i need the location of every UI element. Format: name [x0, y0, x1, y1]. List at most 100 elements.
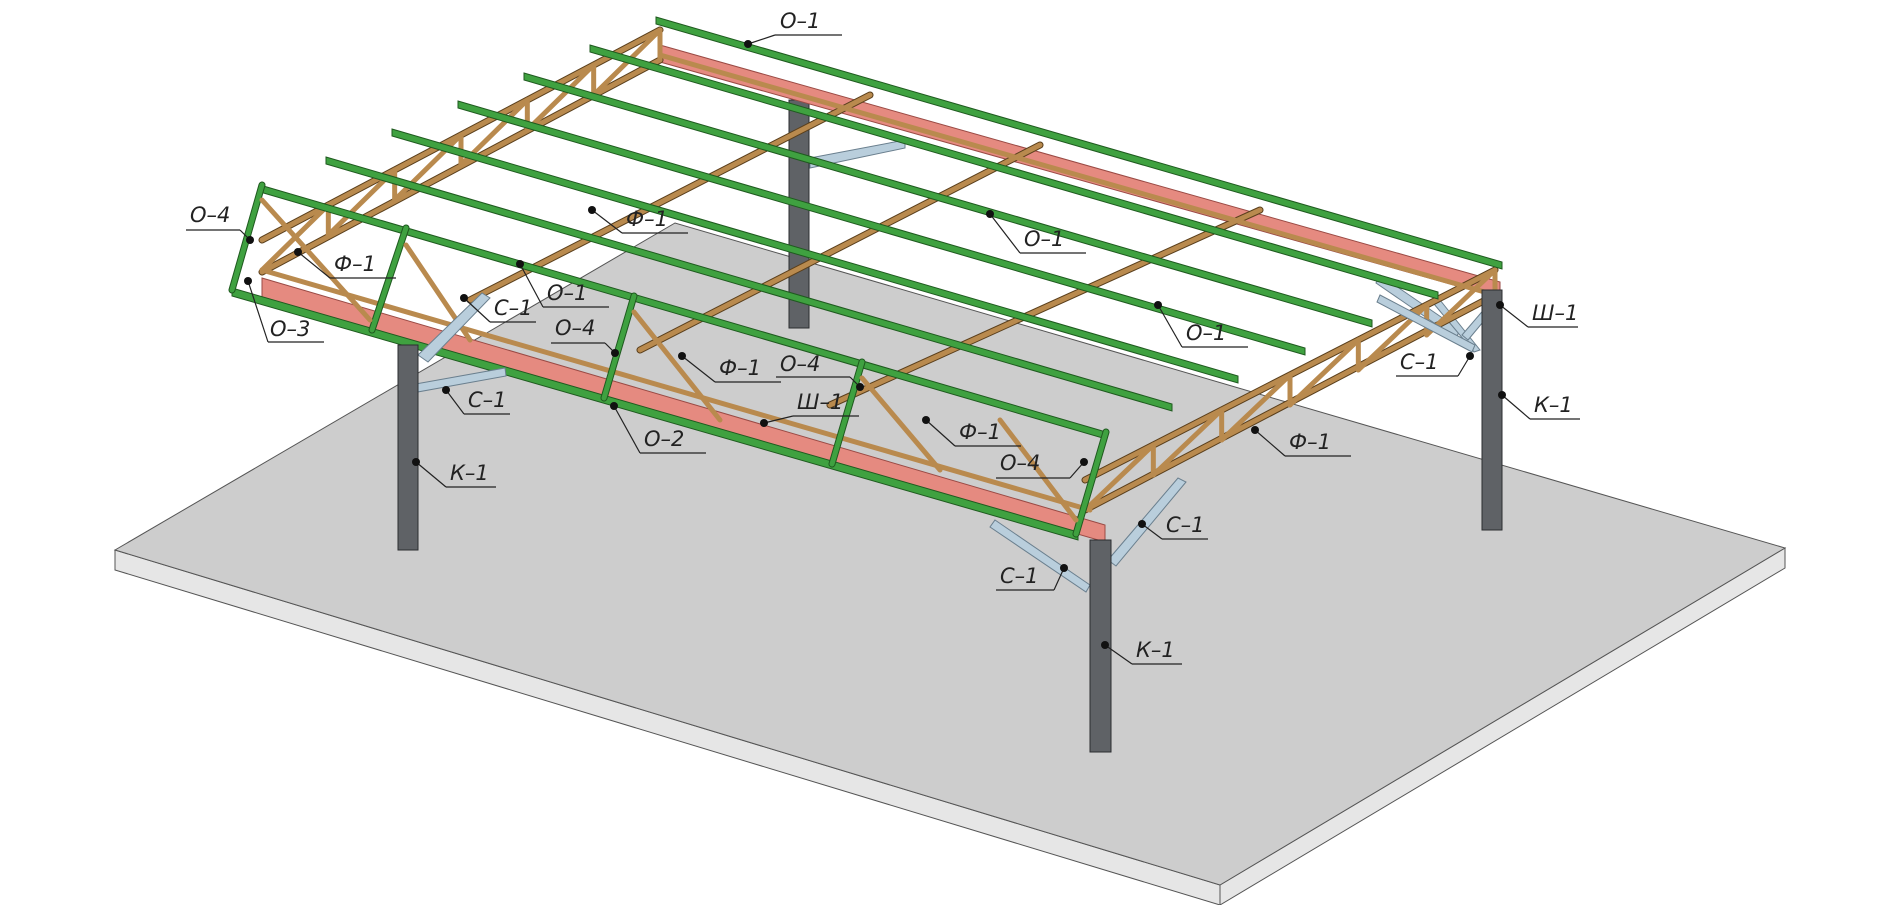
brace-right-1 [1376, 294, 1476, 353]
callout-label: К–1 [1534, 393, 1573, 417]
callout-dot [744, 40, 752, 48]
callout-c1-right: С–1 [1396, 350, 1474, 377]
callout-dot [986, 210, 994, 218]
purlin-3 [523, 72, 1373, 328]
callout-dot [611, 349, 619, 357]
callout-leader [925, 419, 956, 447]
callout-dot [1060, 564, 1068, 572]
truss-web-b-0 [1082, 442, 1156, 513]
callout-k1-front: К–1 [1101, 638, 1182, 665]
callout-label: О–1 [780, 9, 820, 33]
callout-leader [591, 209, 623, 234]
callout-o1-left: О–1 [516, 260, 609, 308]
callout-o1-top: О–1 [744, 9, 842, 48]
front-diagonal-3 [859, 375, 943, 473]
callout-label: К–1 [450, 461, 489, 485]
column-front [1089, 539, 1112, 753]
purlin-4 [457, 100, 1306, 356]
callout-leader [1141, 523, 1163, 540]
purlin-1 [655, 16, 1503, 270]
front-post-4 [1073, 429, 1109, 537]
callout-o2: О–2 [610, 402, 706, 454]
callout-leader [681, 355, 716, 383]
callout-sh1-right: Ш–1 [1496, 301, 1578, 328]
callout-dot [294, 248, 302, 256]
column-right [1481, 289, 1503, 531]
front-diagonal-0 [259, 197, 373, 323]
callout-f1-front: Ф–1 [922, 416, 1021, 447]
callout-label: О–1 [1186, 321, 1226, 345]
truss-web-b-3 [1287, 337, 1361, 408]
callout-dot [246, 236, 254, 244]
callout-dot [588, 206, 596, 214]
callout-label: Ш–1 [1532, 301, 1578, 325]
callout-dot [760, 419, 768, 427]
callout-leader [763, 415, 794, 424]
callout-leader [613, 405, 641, 454]
front-diagonal-4 [997, 417, 1079, 523]
callout-dot [1496, 301, 1504, 309]
purlin-6 [325, 156, 1173, 412]
brace-front-right [1107, 477, 1187, 567]
callout-c1-frontlow: С–1 [996, 564, 1068, 591]
callout-leader [1157, 304, 1183, 348]
callout-label: С–1 [1400, 350, 1439, 374]
callout-leader [415, 461, 447, 488]
callout-c1-leftlow: С–1 [442, 386, 510, 415]
columns [397, 289, 1503, 753]
truss-web-b-2 [1219, 372, 1293, 443]
callout-label: О–4 [780, 352, 820, 376]
callout-label: С–1 [1000, 564, 1039, 588]
brace-front-left [989, 519, 1091, 593]
callout-leader [1254, 429, 1286, 457]
callout-sh1-front: Ш–1 [760, 390, 859, 427]
callout-label: Ф–1 [626, 207, 668, 231]
callout-f1-right: Ф–1 [1251, 426, 1351, 457]
callout-dot [1466, 352, 1474, 360]
callout-label: Ф–1 [334, 252, 376, 276]
callout-label: Ф–1 [719, 356, 761, 380]
callout-f1-top: Ф–1 [588, 206, 688, 234]
front-post-2 [601, 293, 637, 401]
truss-web-b-1 [1150, 407, 1225, 478]
callout-leader [297, 251, 331, 279]
callout-label: Ф–1 [959, 420, 1001, 444]
callout-leader [1053, 567, 1065, 591]
callout-dot [1251, 426, 1259, 434]
callout-dot [856, 383, 864, 391]
braces-front [409, 292, 1499, 593]
callout-dot [610, 402, 618, 410]
truss-web-a-4 [524, 62, 597, 133]
callout-label: О–1 [547, 281, 587, 305]
callout-leader [1499, 304, 1529, 328]
callout-leader [463, 297, 491, 323]
callout-label: С–1 [494, 296, 533, 320]
callout-o4-center: О–4 [776, 352, 864, 391]
front-post-3 [829, 359, 865, 467]
callout-dot [442, 386, 450, 394]
callout-dot [1498, 391, 1506, 399]
purlin-2 [589, 44, 1439, 300]
callout-leader [1104, 644, 1133, 665]
truss-web-b-5 [1424, 267, 1498, 338]
callout-leader [747, 34, 776, 45]
truss-long-chord-0 [259, 267, 1093, 513]
brace-left-upper [417, 292, 491, 363]
callout-leader [989, 213, 1021, 254]
callout-label: К–1 [1136, 638, 1175, 662]
callout-label: О–4 [555, 316, 595, 340]
purlin-5 [391, 128, 1239, 384]
callout-o4-left: О–4 [186, 203, 254, 244]
callout-dot [412, 458, 420, 466]
purlin-group [259, 16, 1503, 440]
callout-dot [244, 277, 252, 285]
callout-dot [1101, 641, 1109, 649]
callout-dot [516, 260, 524, 268]
callout-dot [1154, 301, 1162, 309]
callout-label: Ф–1 [1289, 430, 1331, 454]
callout-o1-mid: О–1 [986, 210, 1086, 254]
callout-dot [460, 294, 468, 302]
